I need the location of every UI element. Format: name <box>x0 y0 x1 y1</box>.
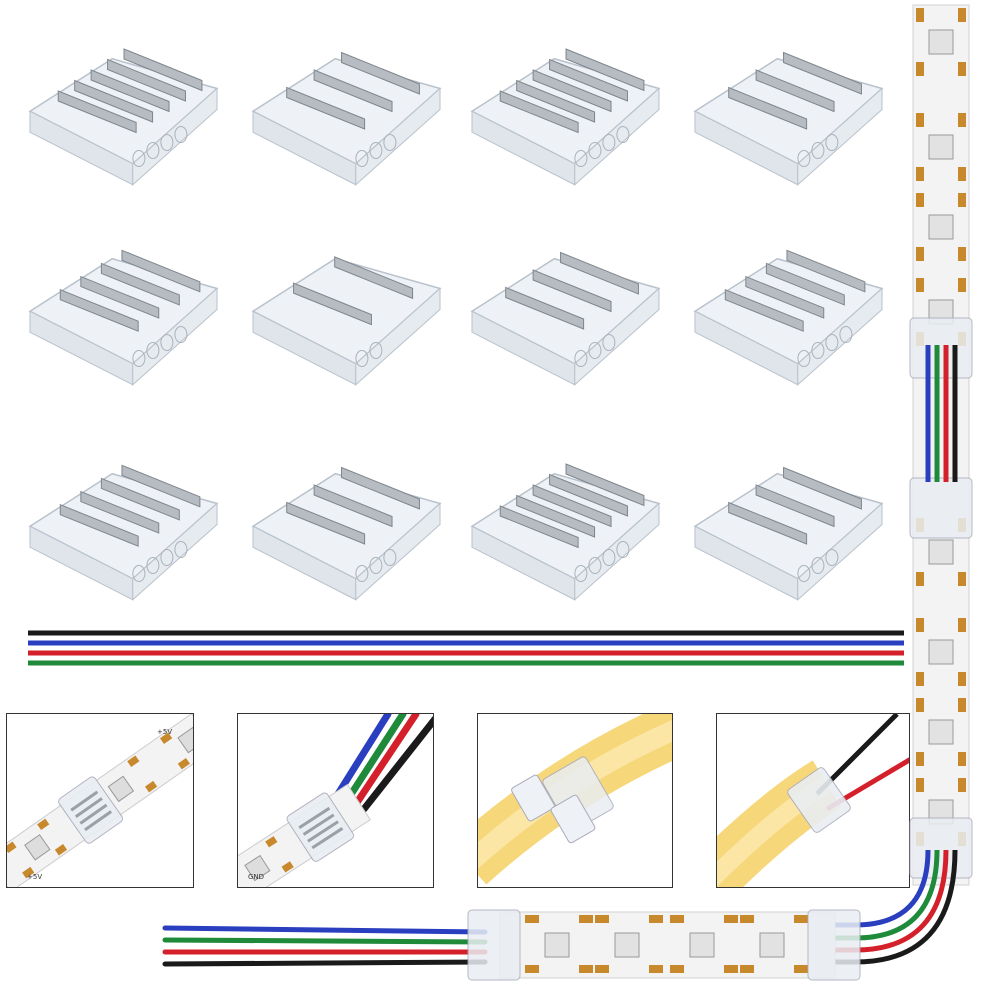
metal-pin <box>121 249 201 293</box>
vertical-led-2 <box>916 113 966 181</box>
horizontal-led-1 <box>525 915 593 973</box>
metal-pin <box>74 79 154 123</box>
inset-strip-to-strip: +5V +5V <box>6 713 194 888</box>
inset1-label-5v: +5V <box>27 873 42 881</box>
horizontal-led-3 <box>670 915 738 973</box>
vertical-connector-bottom <box>909 817 973 879</box>
bottom-right-connector <box>807 909 861 981</box>
connector-9 <box>20 430 225 605</box>
connector-12 <box>685 430 890 605</box>
connector-7 <box>462 215 667 390</box>
vertical-led-1 <box>916 8 966 76</box>
horizontal-led-4 <box>740 915 808 973</box>
inset2-label-gnd: GND <box>248 873 264 881</box>
connector-5 <box>20 215 225 390</box>
metal-pin <box>286 86 366 130</box>
metal-pin <box>286 501 366 545</box>
metal-pin <box>57 90 137 134</box>
metal-pin <box>80 275 160 319</box>
connector-2 <box>243 15 448 190</box>
horizontal-led-2 <box>595 915 663 973</box>
metal-pin <box>293 282 372 326</box>
inset-cob-strip-to-wire <box>716 713 910 888</box>
metal-pin <box>565 463 645 507</box>
metal-pin <box>532 484 612 528</box>
metal-pin <box>123 48 203 92</box>
bottom-left-connector <box>467 909 521 981</box>
metal-pin <box>313 484 393 528</box>
metal-pin <box>783 466 862 510</box>
metal-pin <box>80 490 160 534</box>
metal-pin <box>765 262 845 306</box>
metal-pin <box>121 464 201 508</box>
connector-4 <box>685 15 890 190</box>
metal-pin <box>745 275 825 319</box>
metal-pin <box>313 69 393 113</box>
metal-pin <box>549 473 628 517</box>
vertical-connector-top <box>909 317 973 379</box>
connector-6 <box>243 215 448 390</box>
metal-pin <box>728 86 808 130</box>
vertical-led-3 <box>916 193 966 261</box>
metal-pin <box>532 69 612 113</box>
metal-pin <box>90 69 170 113</box>
metal-pin <box>755 69 835 113</box>
metal-pin <box>59 503 139 547</box>
rgbw-extension-wires <box>28 630 904 666</box>
metal-pin <box>549 58 628 102</box>
metal-pin <box>499 505 579 549</box>
metal-pin <box>532 269 612 313</box>
connector-1 <box>20 15 225 190</box>
inset-strip-to-wire: GND <box>237 713 434 888</box>
metal-pin <box>783 51 862 95</box>
metal-pin <box>100 477 180 521</box>
connector-11 <box>462 430 667 605</box>
metal-pin <box>107 58 186 102</box>
metal-pin <box>724 288 804 332</box>
metal-pin <box>59 288 139 332</box>
metal-pin <box>786 249 866 293</box>
vertical-connector-middle <box>909 477 973 539</box>
inset1-label-gnd: +5V <box>157 728 172 736</box>
metal-pin <box>100 262 180 306</box>
metal-pin <box>516 494 596 538</box>
vertical-led-6 <box>916 618 966 686</box>
metal-pin <box>516 79 596 123</box>
metal-pin <box>334 256 414 300</box>
metal-pin <box>728 501 808 545</box>
metal-pin <box>499 90 579 134</box>
metal-pin <box>505 286 585 330</box>
connector-10 <box>243 430 448 605</box>
vertical-led-7 <box>916 698 966 766</box>
inset-cob-strip-to-strip <box>477 713 673 888</box>
metal-pin <box>565 48 645 92</box>
metal-pin <box>341 51 420 95</box>
metal-pin <box>755 484 835 528</box>
connector-8 <box>685 215 890 390</box>
metal-pin <box>560 251 639 295</box>
metal-pin <box>341 466 420 510</box>
connector-3 <box>462 15 667 190</box>
